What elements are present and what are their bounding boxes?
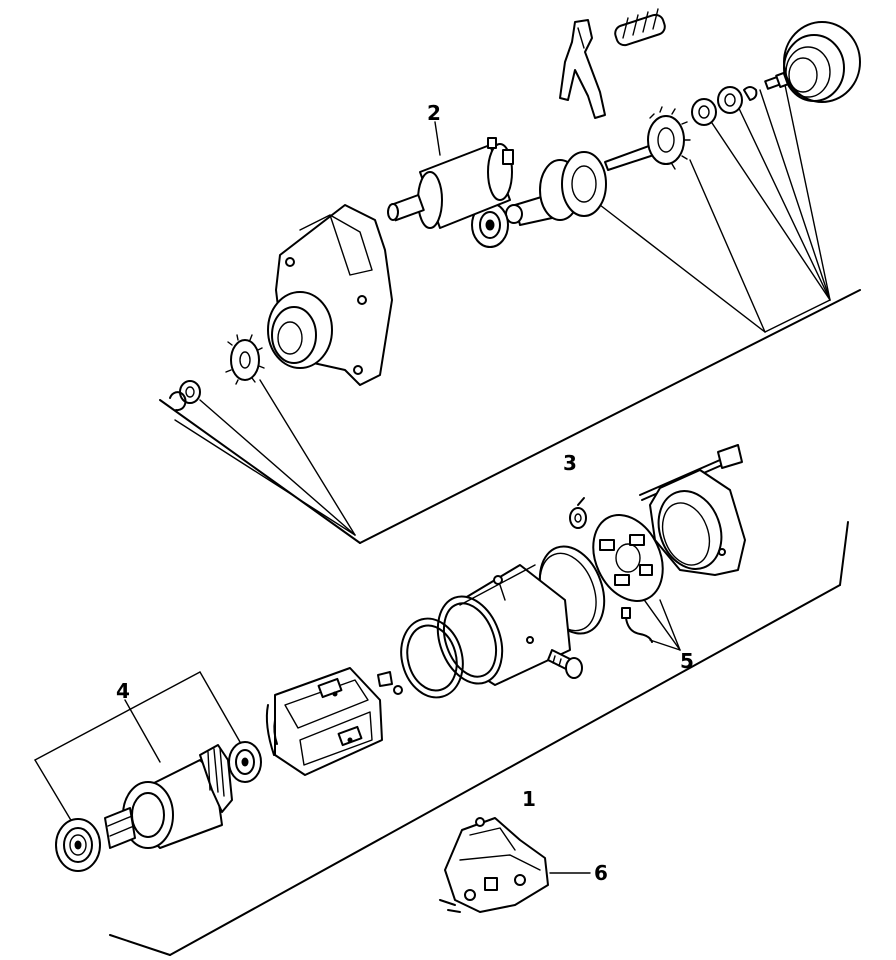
idler-gear-part: [225, 334, 265, 385]
front-bearing-part: [55, 818, 101, 872]
brush-plate-part: [592, 514, 664, 602]
rear-bearing-part: [228, 741, 262, 783]
callout-1: 1: [522, 787, 536, 811]
armature-assembly-part: [265, 667, 383, 776]
end-frame-part: [649, 469, 746, 576]
screw-part: [547, 649, 583, 679]
callout-6: 6: [594, 861, 608, 885]
shift-lever-part: [559, 19, 606, 119]
drive-end-housing-part: [267, 204, 393, 386]
solenoid-part: [387, 137, 514, 229]
overrunning-clutch-part: [505, 151, 607, 226]
washer-parts: [691, 86, 758, 126]
pinion-shaft-part: [604, 106, 691, 171]
brush-spring-part: [569, 497, 587, 529]
callout-2: 2: [427, 101, 441, 125]
brush-lead-part: [621, 607, 653, 643]
retaining-clip-part: [169, 380, 201, 412]
callout-3: 3: [563, 451, 577, 475]
bolt-part: [764, 71, 789, 90]
gear-housing-part: [783, 21, 861, 103]
field-frame-part: [436, 564, 571, 686]
solenoid-assembly-part: [439, 817, 549, 913]
small-pin-parts: [377, 671, 403, 695]
callout-5: 5: [680, 649, 694, 673]
gasket-ring-part: [400, 617, 464, 699]
spring-part: [614, 8, 666, 47]
drive-housing-part: [104, 744, 233, 849]
callout-labels: 1 2 3 4 5 6: [116, 101, 694, 885]
group-boundary-upper: [159, 289, 861, 544]
leader-lines: [34, 84, 831, 874]
group-boundary-lower: [109, 521, 849, 956]
callout-4: 4: [116, 679, 130, 703]
